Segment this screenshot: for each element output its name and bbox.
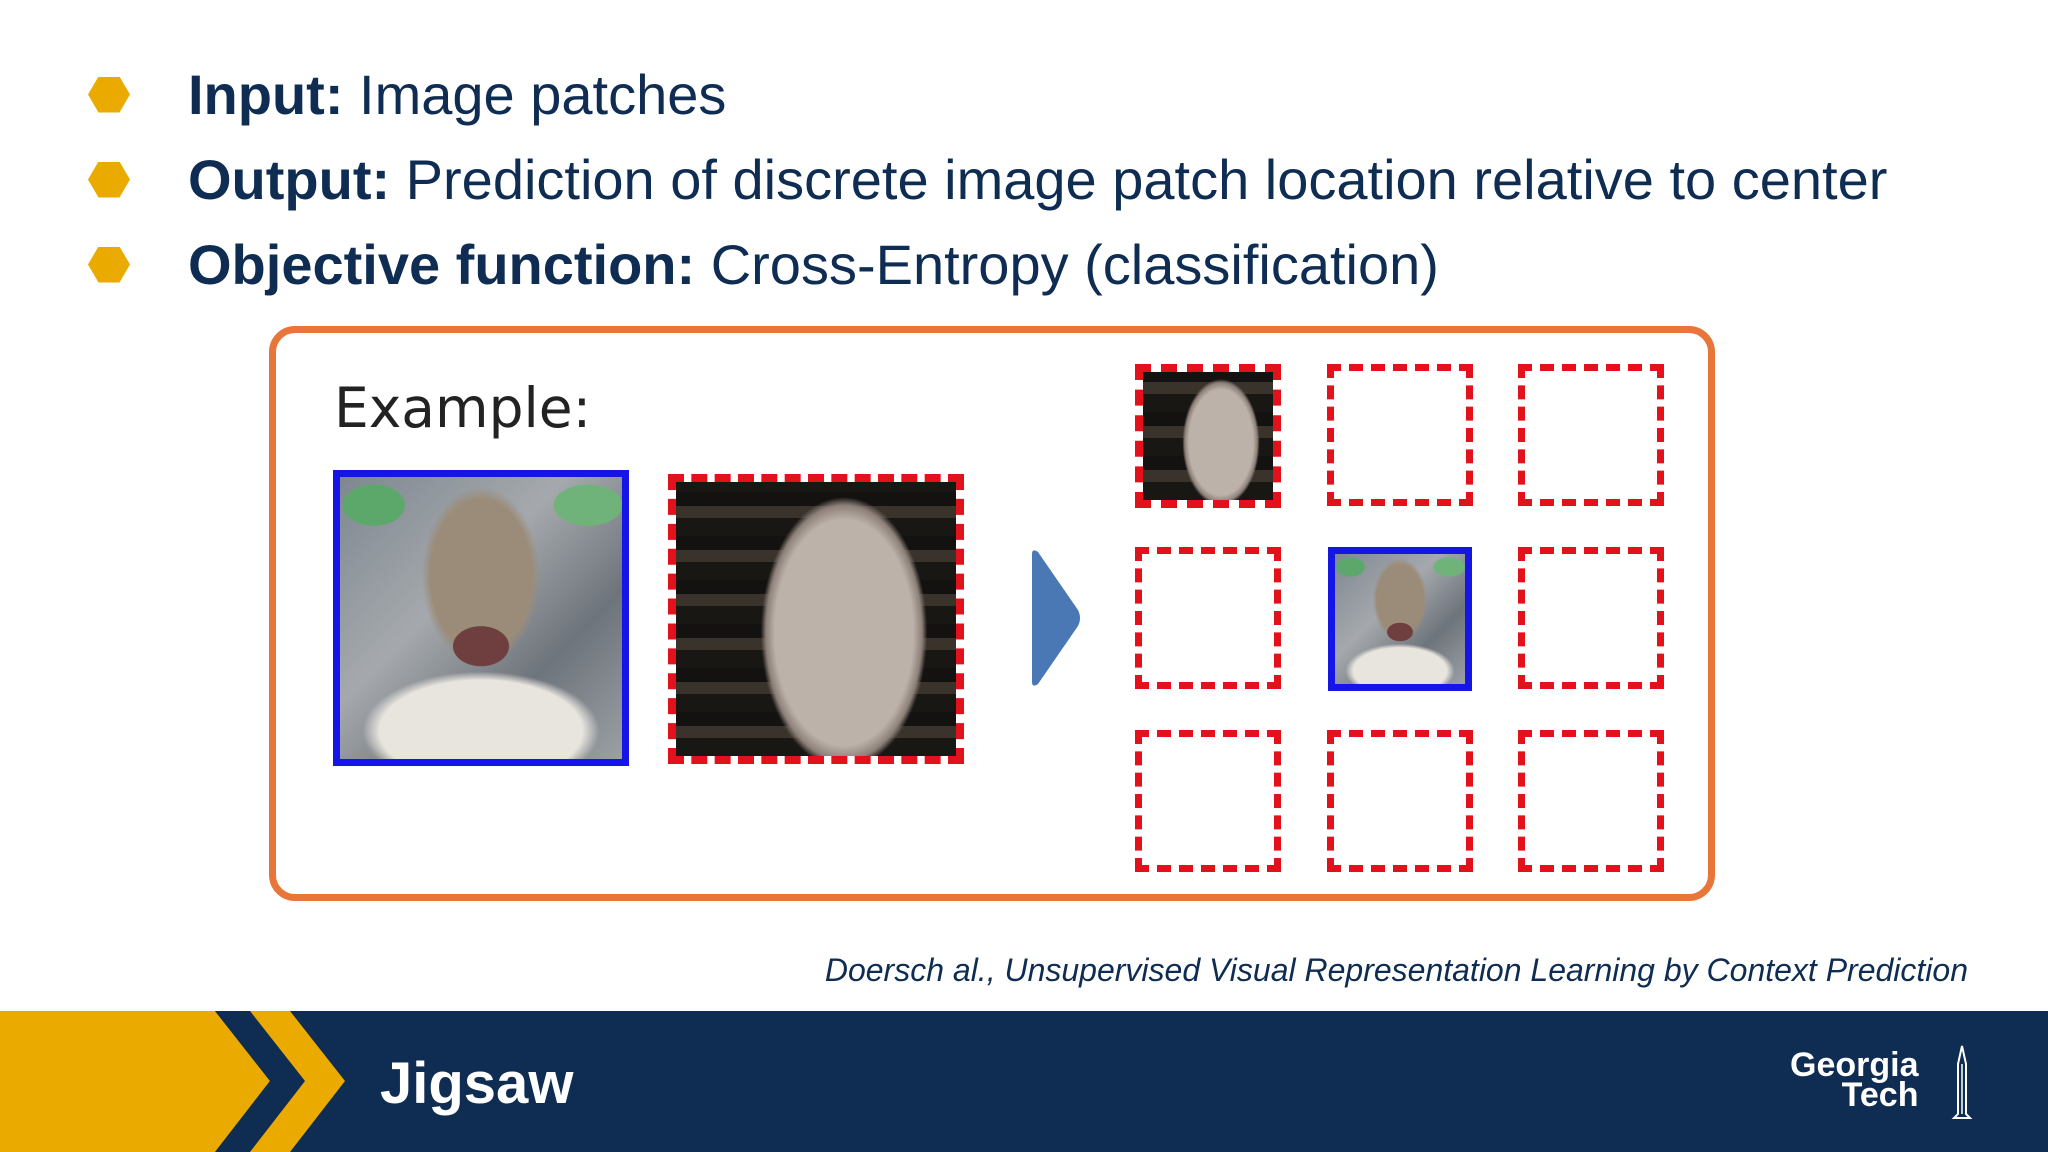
example-label: Example:: [334, 376, 592, 440]
neighbor-patch-image: [668, 474, 964, 764]
bullet-text: Prediction of discrete image patch locat…: [390, 147, 1888, 211]
grid-cell-middle-left: [1135, 547, 1281, 689]
grid-cell-top-left: [1135, 364, 1281, 508]
grid-cell-middle-right: [1518, 547, 1664, 689]
hexagon-bullet-icon: [88, 76, 130, 113]
bullet-text: Cross-Entropy (classification): [695, 232, 1439, 296]
hexagon-bullet-icon: [88, 161, 130, 198]
bullet-input: Input: Image patches: [86, 52, 1887, 137]
slide-title: Jigsaw: [380, 1051, 574, 1116]
bullet-label: Input:: [188, 62, 344, 126]
grid-cell-bottom-center: [1327, 730, 1473, 872]
bullet-list: Input: Image patches Output: Prediction …: [86, 52, 1887, 307]
bullet-objective: Objective function: Cross-Entropy (class…: [86, 222, 1887, 307]
citation: Doersch al., Unsupervised Visual Represe…: [824, 952, 1968, 988]
grid-cell-bottom-left: [1135, 730, 1281, 872]
hexagon-bullet-icon: [88, 246, 130, 283]
bullet-text: Image patches: [343, 62, 727, 126]
grid-cell-center: [1328, 547, 1472, 691]
logo-line-2: Tech: [1841, 1076, 1919, 1114]
grid-cell-top-right: [1518, 364, 1664, 506]
grid-cell-top-center: [1327, 364, 1473, 506]
arrow-right-icon: [1032, 550, 1080, 686]
bullet-label: Objective function:: [188, 232, 696, 296]
tech-tower-icon: [1951, 1045, 1973, 1119]
footer-bar: [0, 1011, 2048, 1152]
bullet-output: Output: Prediction of discrete image pat…: [86, 137, 1887, 222]
logo-line-1: Georgia: [1790, 1046, 1919, 1084]
bullet-label: Output:: [188, 147, 391, 211]
georgia-tech-logo: Georgia Tech: [1790, 1046, 1919, 1114]
center-patch-image: [333, 470, 629, 766]
grid-cell-bottom-right: [1518, 730, 1664, 872]
chevron-decoration-icon: [0, 1011, 345, 1152]
